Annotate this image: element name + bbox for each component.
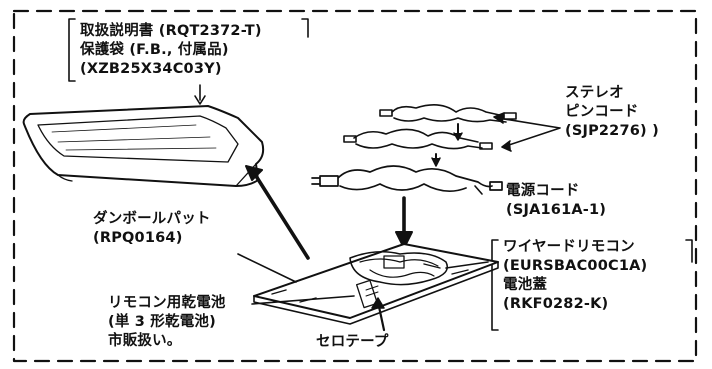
battery-pointer [251,295,355,305]
cardboard-pad-label: ダンボールパット (RPQ0164) [93,210,211,248]
batteries-line-2: (単 3 形乾電池) [108,314,216,330]
manual-bag-illustration [22,105,265,187]
dashed-frame [12,9,698,363]
stereo-pin-cord-illustration [343,104,517,150]
cardboard-pad-line-2: (RPQ0164) [93,230,183,246]
cellophane-tape-label: セロテープ [316,334,389,350]
cardboard-pad-illustration [253,243,499,325]
power-cord-line-2: (SJA161A-1) [506,202,607,218]
power-cord-label: 電源コード (SJA161A-1) [506,182,606,220]
manual-bag-line-1: 取扱説明書 (RQT2372-T) [80,23,262,39]
stereo-pin-cord-line-3: (SJP2276) ) [565,123,659,139]
bag-lift-arrow [254,174,310,260]
batteries-line-1: リモコン用乾電池 [108,295,226,311]
wired-remote-line-2: (EURSBAC00C1A) [503,258,648,274]
manual-bag-label: 取扱説明書 (RQT2372-T) 保護袋 (F.B., 付属品) (XZB25… [80,22,262,79]
wired-remote-line-4: (RKF0282-K) [503,296,609,312]
wired-remote-label: ワイヤードリモコン (EURSBAC00C1A) 電池蓋 (RKF0282-K) [503,238,647,314]
cardboard-pad-line-1: ダンボールパット [93,211,211,227]
stereo-pin-cord-line-1: ステレオ [565,85,624,101]
manual-bag-line-3: (XZB25X34C03Y) [80,61,222,77]
manual-bracket [68,18,76,82]
cardboard-pointer [237,253,297,283]
power-cord-line-1: 電源コード [506,183,580,199]
wired-remote-line-3: 電池蓋 [503,277,548,293]
stereo-pin-cord-line-2: ピンコード [565,104,639,120]
power-cord-illustration [311,165,503,193]
remote-pointer [445,261,489,269]
manual-bag-line-2: 保護袋 (F.B., 付属品) [80,42,229,58]
remote-bracket [491,239,499,331]
wired-remote-line-1: ワイヤードリモコン [503,239,635,255]
power-cord-arrow [474,185,483,195]
stereo-pin-cord-label: ステレオ ピンコード (SJP2276) ) [565,84,659,141]
batteries-label: リモコン用乾電池 (単 3 形乾電池) 市販扱い。 [108,294,226,351]
batteries-line-3: 市販扱い。 [108,333,182,349]
stereo-pin-cord-arrows [497,117,561,147]
